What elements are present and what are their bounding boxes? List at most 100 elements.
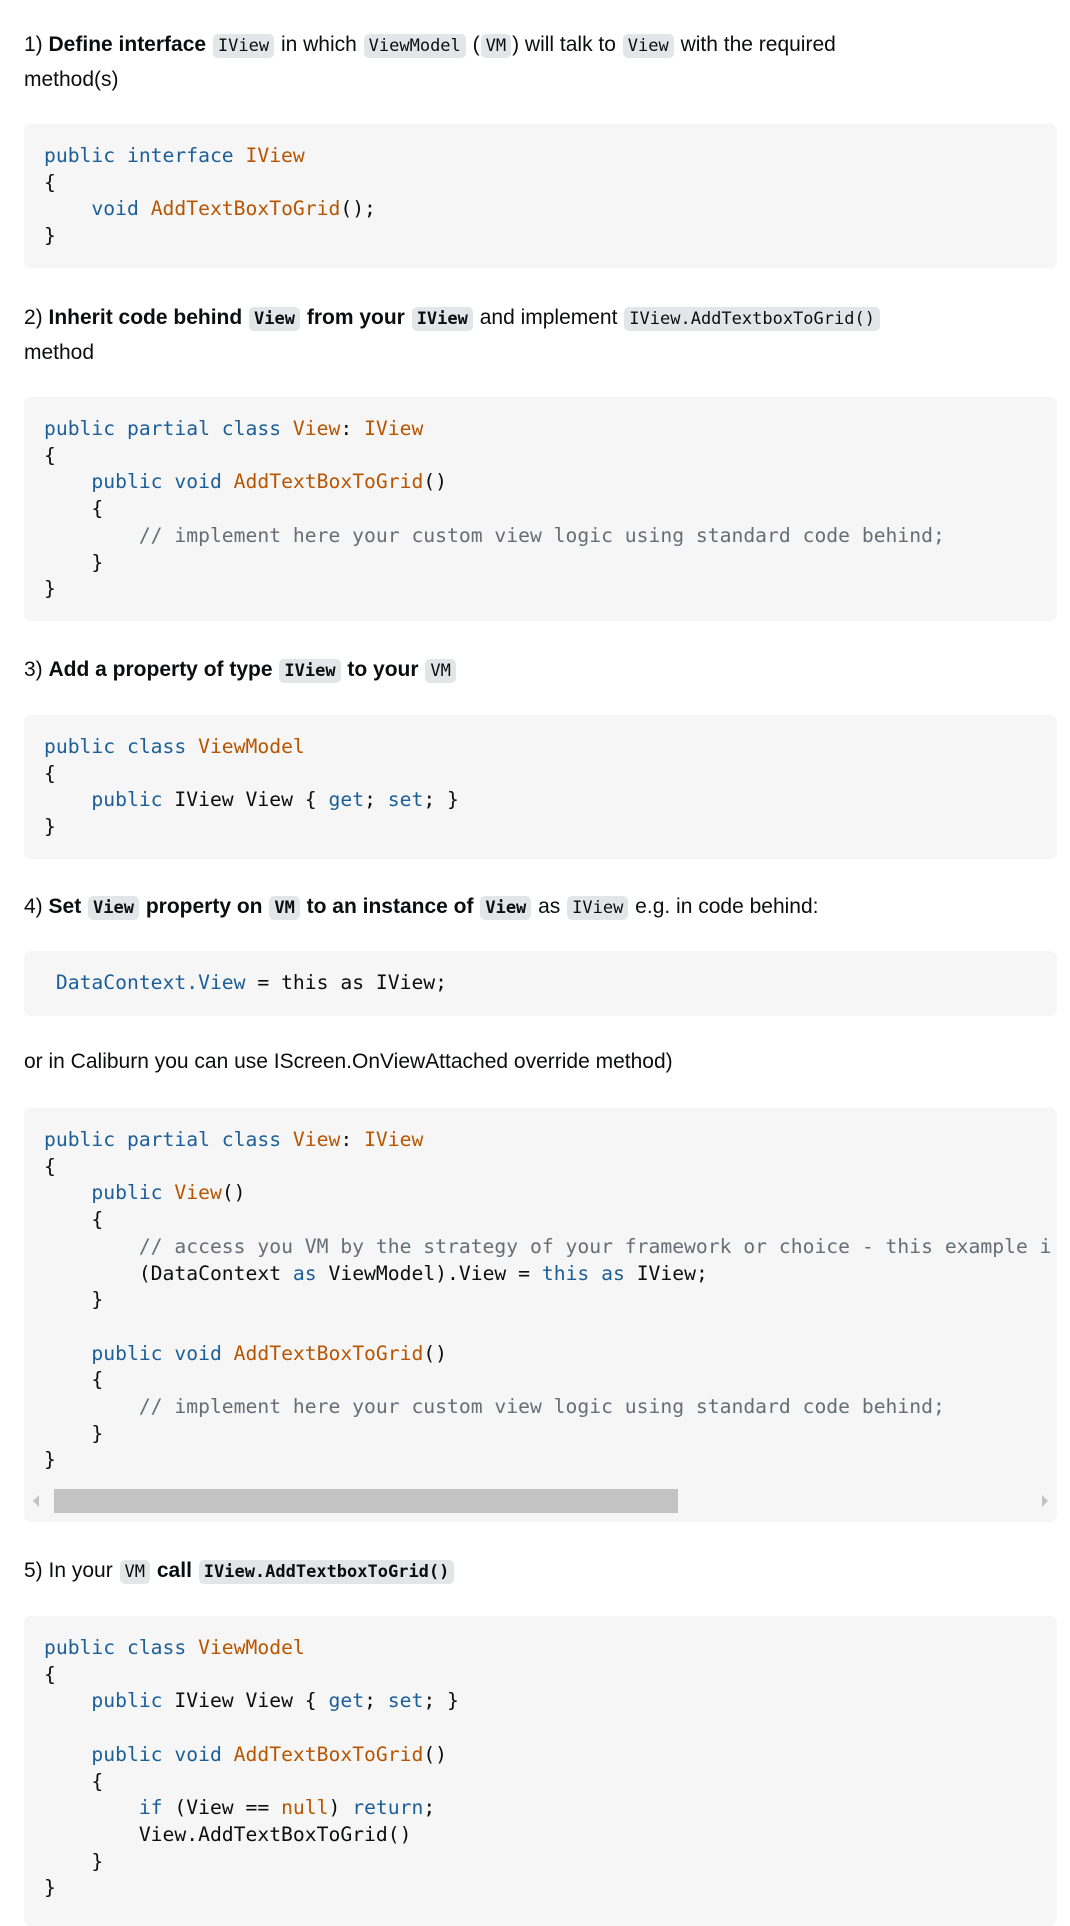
code-text: = this as IView;	[245, 971, 448, 994]
bold-text: from your	[301, 306, 411, 329]
code-type: View	[292, 417, 341, 440]
code-text	[44, 1235, 139, 1258]
text: 1)	[24, 33, 49, 56]
bold-text: property on	[139, 895, 269, 918]
code-text: {	[44, 1368, 104, 1392]
code-keyword: public partial class	[44, 417, 293, 440]
code-text: }	[44, 577, 56, 601]
code-text: {	[44, 1662, 56, 1686]
code-text	[44, 788, 91, 811]
code-block-datacontext: DataContext.View = this as IView;	[24, 951, 1057, 1016]
code-type: View	[174, 1181, 222, 1205]
text	[192, 1559, 198, 1582]
code-text: ()	[221, 1181, 246, 1205]
code-keyword: public	[91, 1181, 175, 1205]
code-keyword: public void	[91, 1341, 234, 1365]
code-text	[44, 1796, 139, 1819]
text: ) will talk to	[512, 33, 622, 56]
code-keyword: public void	[91, 470, 234, 494]
horizontal-scrollbar[interactable]	[24, 1487, 1057, 1514]
inline-code: IView.AddTextboxToGrid()	[624, 307, 880, 331]
code-text: {	[44, 761, 56, 785]
code-type: IView	[364, 417, 424, 440]
code-text: }	[44, 815, 56, 839]
bold-text: Set	[48, 895, 88, 918]
inline-code: IView.AddTextboxToGrid()	[198, 1560, 455, 1584]
code-type: IView	[364, 1128, 424, 1151]
code-keyword: public partial class	[44, 1128, 293, 1151]
code: public partial class View: IView { publi…	[24, 397, 1057, 621]
code-keyword: get	[328, 788, 365, 812]
code-text	[44, 1689, 91, 1712]
text	[206, 33, 212, 56]
scroll-left-arrow-icon[interactable]	[33, 1495, 39, 1508]
code-text: }	[44, 224, 56, 248]
bold-text: to your	[341, 658, 425, 681]
scroll-right-arrow-icon[interactable]	[1042, 1495, 1048, 1508]
inline-code: View	[88, 896, 139, 920]
code-text: {	[44, 1154, 56, 1178]
caliburn-note-text: or in Caliburn you can use IScreen.OnVie…	[24, 1045, 673, 1079]
text: and implement	[473, 306, 624, 329]
code-text: ;	[364, 788, 388, 812]
code-text: :	[340, 417, 365, 440]
text: 3)	[24, 658, 49, 681]
step-2-text: 2) Inherit code behind View from your IV…	[24, 301, 881, 370]
code-text: ()	[423, 1742, 448, 1766]
code-keyword: public interface	[44, 144, 246, 167]
code-block-viewmodel-property: public class ViewModel { public IView Vi…	[24, 715, 1057, 859]
code-comment: // implement here your custom view logic…	[138, 523, 945, 547]
bold-text: Add a property of type	[48, 658, 279, 681]
code-text: ();	[340, 197, 376, 221]
code-block-view-class: public partial class View: IView { publi…	[24, 397, 1057, 621]
code-type: AddTextBoxToGrid	[233, 1742, 424, 1766]
code-comment: // access you VM by the strategy of your…	[138, 1234, 1052, 1258]
inline-code: VM	[269, 896, 300, 920]
code-text: ; }	[423, 1689, 459, 1713]
code-text: }	[44, 1288, 104, 1312]
code-block-viewmodel-call: public class ViewModel { public IView Vi…	[24, 1616, 1057, 1926]
inline-code: IView	[212, 34, 275, 58]
step-5-text: 5) In your VM call IView.AddTextboxToGri…	[24, 1554, 455, 1589]
text: as	[532, 895, 567, 918]
inline-code: IView	[411, 307, 473, 331]
text: with the required	[674, 33, 836, 56]
code: DataContext.View = this as IView;	[24, 951, 1057, 1015]
code-text: }	[44, 1876, 56, 1900]
text: in which	[275, 33, 363, 56]
code-type: IView	[245, 144, 305, 167]
code-text: }	[44, 1849, 104, 1873]
scrollbar-thumb[interactable]	[54, 1489, 678, 1514]
step-4-text: 4) Set View property on VM to an instanc…	[24, 890, 819, 925]
bold-text: call	[156, 1559, 192, 1582]
code-type: AddTextBoxToGrid	[233, 470, 424, 494]
code-type: AddTextBoxToGrid	[233, 1341, 424, 1365]
bold-text: Inherit code behind	[48, 306, 243, 329]
code-keyword: set	[387, 1689, 424, 1713]
code-text: {	[44, 1208, 104, 1232]
code-text: }	[44, 550, 104, 574]
code-text: IView View {	[162, 788, 329, 812]
text: 2)	[24, 306, 49, 329]
code-text: :	[340, 1128, 365, 1151]
code-keyword: as	[292, 1261, 317, 1285]
inline-code: VM	[480, 34, 512, 58]
code: public class ViewModel { public IView Vi…	[24, 1616, 1057, 1920]
code-text: }	[44, 1448, 56, 1472]
code-keyword: void	[91, 197, 151, 221]
step-1-text: 1) Define interface IView in which ViewM…	[24, 28, 836, 97]
code-text: ViewModel).View =	[316, 1261, 542, 1285]
code-text: IView;	[624, 1261, 708, 1285]
inline-code: View	[480, 896, 532, 920]
code-text: IView View {	[162, 1689, 329, 1713]
code-keyword: get	[328, 1689, 365, 1713]
code-keyword: if	[138, 1796, 163, 1820]
code-text	[44, 1181, 91, 1204]
code-comment: // implement here your custom view logic…	[138, 1395, 945, 1419]
inline-code: VM	[119, 1560, 151, 1584]
code-text: {	[44, 170, 56, 194]
code-keyword: public	[91, 1689, 163, 1713]
text: method(s)	[24, 68, 119, 91]
inline-code: View	[622, 34, 674, 58]
code-text: ;	[423, 1796, 436, 1820]
